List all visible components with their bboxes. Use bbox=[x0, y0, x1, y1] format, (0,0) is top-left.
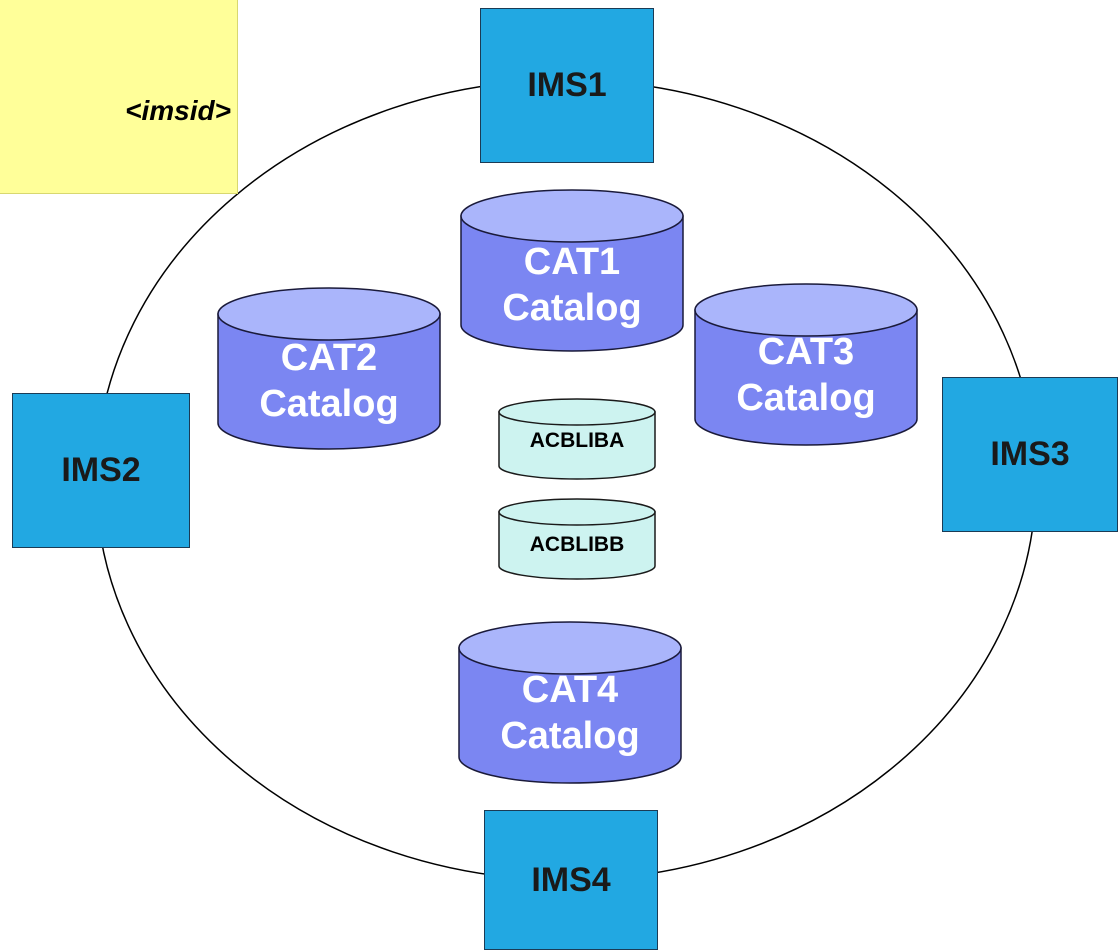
cat1-type: Catalog bbox=[502, 286, 642, 329]
cat4-name: CAT4 bbox=[521, 669, 619, 711]
ims1-label: IMS1 bbox=[527, 66, 607, 104]
cat4-type: Catalog bbox=[500, 714, 640, 757]
ims4-box: IMS4 bbox=[484, 810, 658, 950]
note-text: <imsid> bbox=[125, 95, 231, 126]
ims4-label: IMS4 bbox=[531, 860, 611, 899]
cat1-name: CAT1 bbox=[523, 241, 621, 283]
cat3-name: CAT3 bbox=[757, 331, 855, 373]
cat2-type: Catalog bbox=[259, 382, 399, 425]
cat4-catalog-cylinder: CAT4 Catalog bbox=[458, 620, 682, 785]
acblibb-label: ACBLIBB bbox=[529, 533, 625, 556]
ims3-label: IMS3 bbox=[990, 435, 1070, 473]
note-box: <imsid> bbox=[0, 0, 238, 194]
ims1-box: IMS1 bbox=[480, 8, 654, 163]
acbliba-cylinder: ACBLIBA bbox=[498, 398, 656, 480]
ims3-box: IMS3 bbox=[942, 377, 1118, 532]
acbliba-label: ACBLIBA bbox=[529, 429, 625, 452]
cat1-catalog-cylinder: CAT1 Catalog bbox=[460, 188, 684, 353]
cat2-catalog-cylinder: CAT2 Catalog bbox=[217, 286, 441, 451]
ims2-box: IMS2 bbox=[12, 393, 190, 548]
cat2-name: CAT2 bbox=[280, 337, 378, 379]
cat3-type: Catalog bbox=[736, 376, 876, 419]
acblibb-cylinder: ACBLIBB bbox=[498, 498, 656, 580]
ims2-label: IMS2 bbox=[61, 451, 141, 489]
cat3-catalog-cylinder-body: CAT3 Catalog bbox=[694, 282, 918, 447]
